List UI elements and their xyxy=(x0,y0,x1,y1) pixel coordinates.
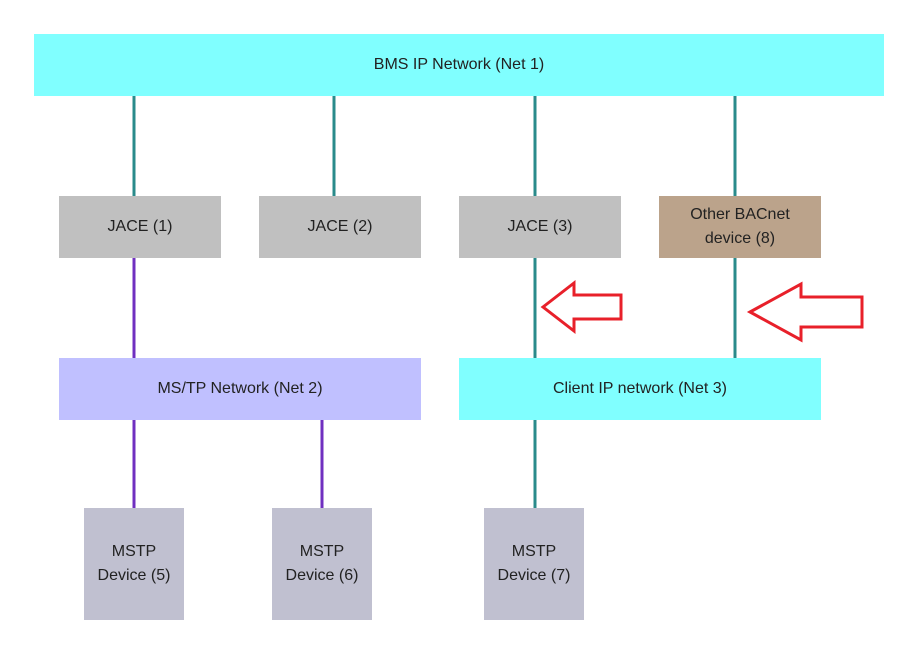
mstp-device-7-label-line-1: MSTP xyxy=(511,543,557,560)
jace-2-node: JACE (2) xyxy=(259,196,421,258)
arrow-left-icon xyxy=(746,281,864,343)
mstp-device-7-node: MSTP Device (7) xyxy=(484,508,584,620)
mstp-device-5-node: MSTP Device (5) xyxy=(84,508,184,620)
mstp-device-6-node: MSTP Device (6) xyxy=(272,508,372,620)
mstp-network-label: MS/TP Network (Net 2) xyxy=(157,380,323,397)
other-bacnet-device-label-line-1: Other BACnet xyxy=(690,206,790,223)
mstp-device-6-label-line-2: Device (6) xyxy=(285,567,359,584)
jace-1-label: JACE (1) xyxy=(107,218,173,235)
jace-3-label: JACE (3) xyxy=(507,218,573,235)
arrow-left-icon xyxy=(540,279,623,335)
jace-2-label: JACE (2) xyxy=(307,218,373,235)
jace-1-node: JACE (1) xyxy=(59,196,221,258)
bms-ip-network-bar: BMS IP Network (Net 1) xyxy=(34,34,884,96)
bms-ip-network-label: BMS IP Network (Net 1) xyxy=(373,56,545,73)
other-bacnet-device-node: Other BACnet device (8) xyxy=(659,196,821,258)
jace-3-node: JACE (3) xyxy=(459,196,621,258)
mstp-device-7-label-line-2: Device (7) xyxy=(497,567,571,584)
mstp-device-5-label-line-2: Device (5) xyxy=(97,567,171,584)
other-bacnet-device-label-line-2: device (8) xyxy=(704,230,776,247)
client-ip-network-label: Client IP network (Net 3) xyxy=(553,380,727,397)
mstp-device-6-label-line-1: MSTP xyxy=(299,543,345,560)
mstp-device-5-label-line-1: MSTP xyxy=(111,543,157,560)
client-ip-network-bar: Client IP network (Net 3) xyxy=(459,358,821,420)
mstp-network-bar: MS/TP Network (Net 2) xyxy=(59,358,421,420)
